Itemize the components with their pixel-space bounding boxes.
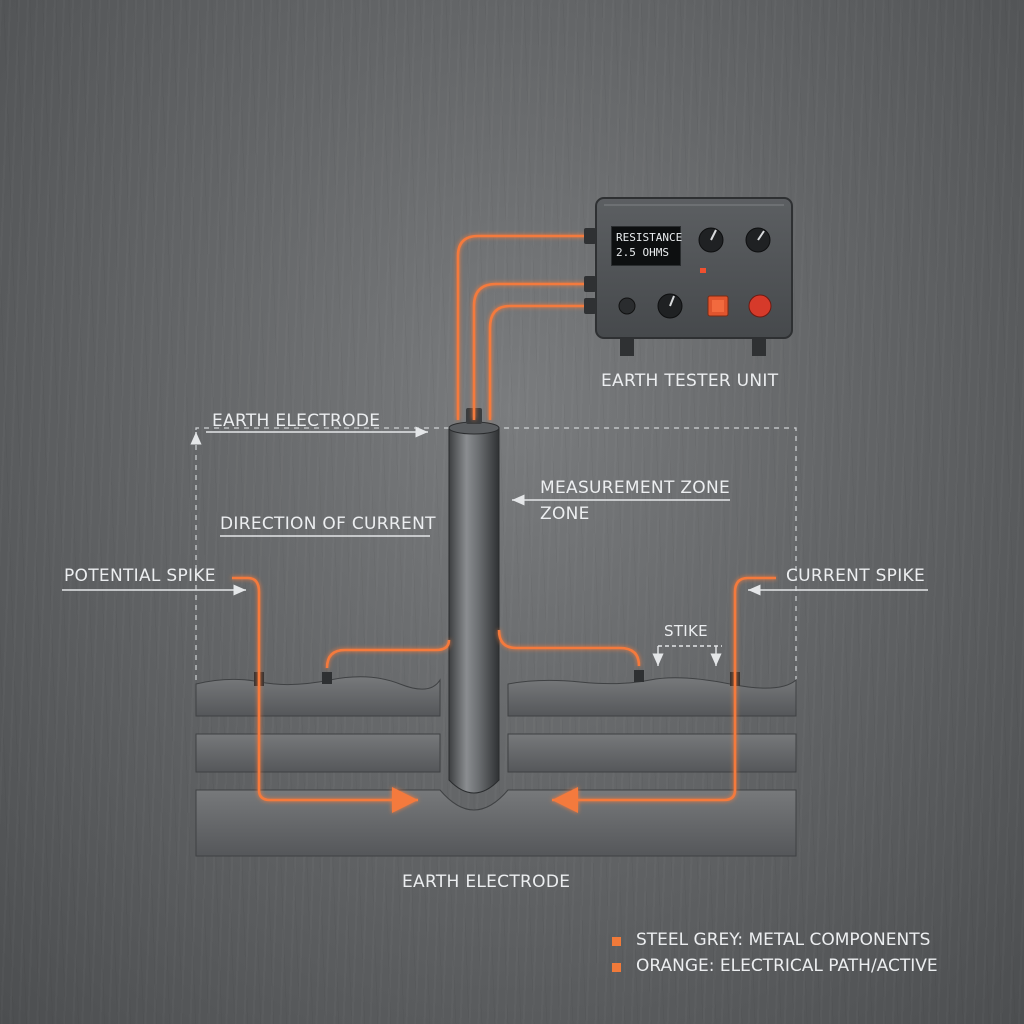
- legend-orange: ORANGE: ELECTRICAL PATH/ACTIVE: [636, 956, 938, 976]
- wire-rod-left: [325, 639, 451, 669]
- wire-tester-mid: [472, 282, 586, 420]
- button-icon: [618, 297, 636, 315]
- direction-of-current-label: DIRECTION OF CURRENT: [220, 514, 436, 534]
- resistance-display: RESISTANCE 2.5 OHMS: [611, 226, 683, 266]
- strike-label: STIKE: [664, 622, 708, 640]
- display-line-2: 2.5 OHMS: [616, 246, 669, 259]
- earth-electrode-label-top: EARTH ELECTRODE: [212, 411, 381, 431]
- potential-spike-label: POTENTIAL SPIKE: [64, 566, 216, 586]
- earth-electrode-label-bottom: EARTH ELECTRODE: [402, 872, 571, 892]
- knob-icon: [698, 227, 724, 253]
- ground-layers: [195, 676, 797, 857]
- wire-tester-to-rod: [456, 234, 586, 420]
- wire-rod-right: [497, 629, 641, 667]
- measurement-zone-label-2: ZONE: [540, 504, 590, 524]
- earth-tester-unit: [584, 197, 793, 356]
- current-spike-label: CURRENT SPIKE: [786, 566, 926, 586]
- label-leaders: [62, 426, 928, 666]
- knob-icon: [657, 293, 683, 319]
- aux-terminal-left: [322, 672, 332, 684]
- legend-steel-grey: STEEL GREY: METAL COMPONENTS: [636, 930, 931, 950]
- measurement-zone-label: MEASUREMENT ZONE: [540, 478, 731, 498]
- wire-current: [552, 576, 776, 813]
- legend-swatch-orange: [612, 963, 621, 972]
- stop-button-icon: [748, 294, 772, 318]
- knob-icon: [745, 227, 771, 253]
- wire-potential: [232, 576, 418, 813]
- wire-tester-low: [488, 304, 586, 420]
- earth-electrode-rod: [448, 408, 500, 794]
- tester-title: EARTH TESTER UNIT: [601, 371, 779, 391]
- legend-swatch-steel: [612, 937, 621, 946]
- aux-terminal-right: [634, 670, 644, 682]
- electrical-paths: [232, 234, 776, 813]
- display-line-1: RESISTANCE: [616, 231, 683, 244]
